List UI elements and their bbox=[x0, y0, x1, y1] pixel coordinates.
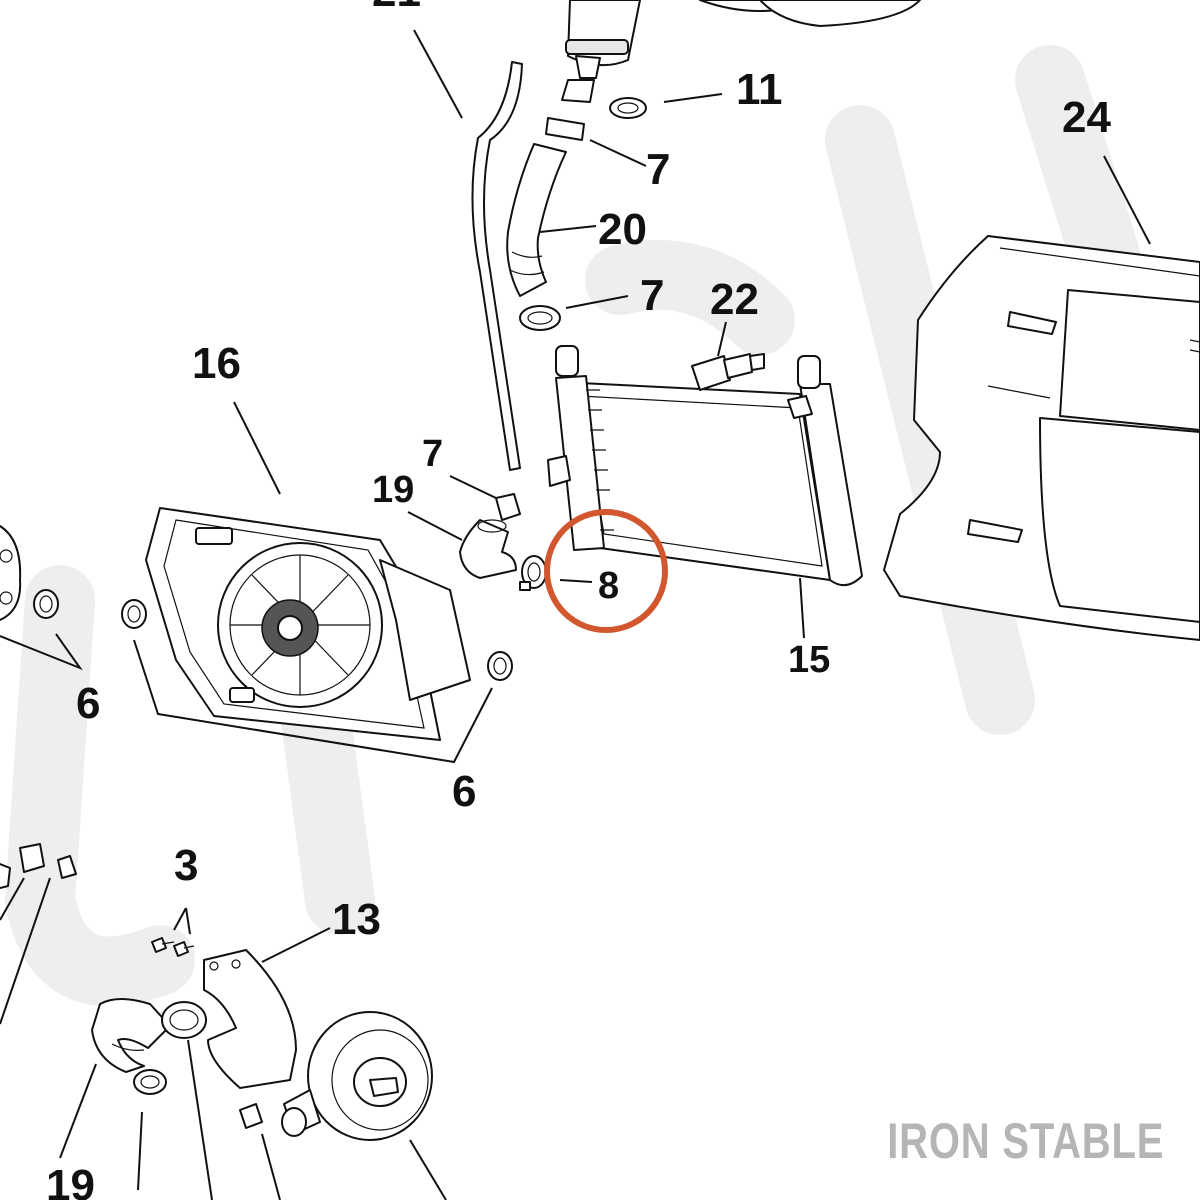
callout-19-b: 19 bbox=[46, 1161, 95, 1200]
part-15-radiator bbox=[547, 345, 863, 587]
callout-21: 21 bbox=[372, 0, 421, 16]
part-13-bracket bbox=[203, 949, 297, 1089]
part-7-clamp-top bbox=[545, 117, 585, 141]
water-pump bbox=[239, 1011, 433, 1141]
part-22-sensor bbox=[691, 353, 765, 391]
part-7-clamp-small bbox=[495, 493, 521, 521]
callout-16: 16 bbox=[192, 339, 241, 388]
callout-numbers: 21 11 7 20 7 24 22 16 7 19 8 15 6 6 3 13… bbox=[46, 0, 1111, 1200]
callout-11: 11 bbox=[736, 65, 783, 114]
filler-neck bbox=[561, 0, 921, 103]
part-19-elbow-mid bbox=[459, 519, 517, 579]
callout-22: 22 bbox=[710, 275, 759, 324]
part-7-clamp-mid bbox=[519, 305, 561, 331]
callout-15: 15 bbox=[788, 639, 830, 681]
lower-left-fasteners bbox=[0, 843, 77, 889]
leader-lines bbox=[0, 29, 1151, 1200]
highlight-circle bbox=[544, 509, 668, 633]
left-bracket bbox=[0, 525, 22, 621]
part-8-clamp bbox=[519, 555, 547, 591]
part-6-grommets bbox=[33, 589, 513, 681]
part-20-hose bbox=[506, 143, 567, 297]
part-19-hose-bottom bbox=[91, 998, 171, 1073]
clamp-bottom bbox=[133, 1001, 207, 1095]
callout-6-b: 6 bbox=[452, 767, 476, 816]
callout-7-b: 7 bbox=[640, 271, 664, 320]
part-11-grommet bbox=[609, 97, 647, 119]
callout-19-a: 19 bbox=[372, 469, 414, 511]
callout-3: 3 bbox=[174, 841, 198, 890]
callout-8: 8 bbox=[598, 565, 619, 607]
part-24-panel bbox=[883, 235, 1200, 641]
brand-watermark: IRON STABLE bbox=[887, 1113, 1164, 1169]
callout-20: 20 bbox=[598, 205, 647, 254]
callout-6-a: 6 bbox=[76, 679, 100, 728]
part-21-tube bbox=[471, 61, 523, 471]
callout-13: 13 bbox=[332, 895, 381, 944]
callout-7-a: 7 bbox=[646, 145, 670, 194]
part-16-fan-shroud bbox=[145, 507, 471, 741]
callout-24: 24 bbox=[1062, 93, 1111, 142]
part-3-screws bbox=[151, 937, 195, 957]
callout-7-c: 7 bbox=[422, 433, 443, 475]
